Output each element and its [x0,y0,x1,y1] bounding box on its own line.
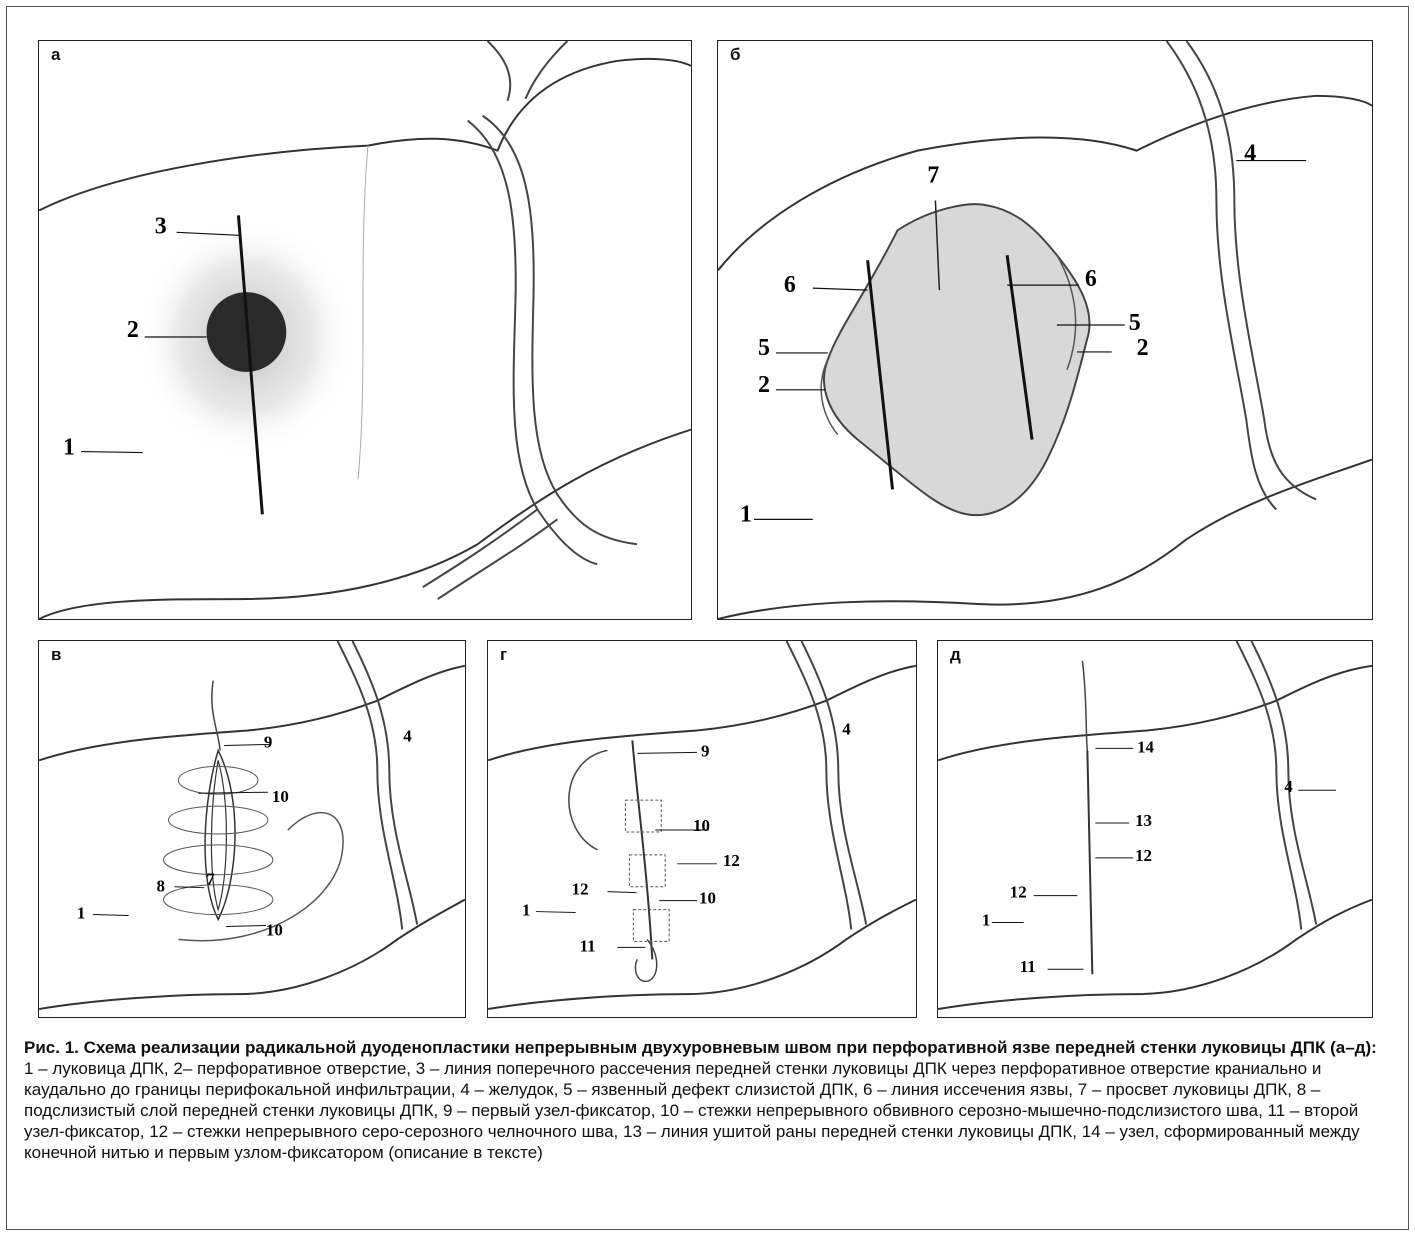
label-11: 11 [1020,957,1036,976]
label-1: 1 [740,501,752,527]
label-4: 4 [1244,141,1256,167]
panel-b: 7 4 6 6 5 5 2 2 1 б [717,40,1373,620]
caption-body: 1 – луковица ДПК, 2– перфоративное отвер… [24,1058,1394,1163]
label-13: 13 [1135,811,1152,830]
label-14: 14 [1137,737,1154,756]
label-2-left: 2 [758,372,770,398]
label-9: 9 [701,741,709,760]
label-7: 7 [927,163,939,189]
label-10-top: 10 [272,787,289,806]
panel-g-drawing: 9 4 10 12 12 10 1 11 [488,641,916,1017]
label-1: 1 [522,901,530,920]
label-2-right: 2 [1137,335,1149,361]
label-10-bottom: 10 [699,889,716,908]
label-1: 1 [77,904,85,923]
panel-a-label: а [51,45,60,65]
label-12-right: 12 [1135,846,1152,865]
label-1: 1 [982,910,990,929]
label-3: 3 [155,213,167,239]
panel-b-label: б [730,45,741,65]
caption-title: Рис. 1. Схема реализации радикальной дуо… [24,1038,1394,1058]
label-10-top: 10 [693,816,710,835]
label-5-right: 5 [1129,310,1141,336]
panel-g: 9 4 10 12 12 10 1 11 г [487,640,917,1018]
panel-d: 14 4 13 12 12 1 11 д [937,640,1373,1018]
panel-v: 9 10 4 7 8 10 1 в [38,640,466,1018]
label-6-left: 6 [784,272,796,298]
panel-a-drawing: 3 2 1 [39,41,691,619]
panel-d-label: д [950,645,961,665]
label-4: 4 [1284,777,1293,796]
label-12-right: 12 [723,851,740,870]
label-11: 11 [580,936,596,955]
panel-a: 3 2 1 а [38,40,692,620]
label-12-left: 12 [1010,883,1027,902]
label-4: 4 [403,726,412,745]
panel-g-label: г [500,645,507,665]
panel-v-drawing: 9 10 4 7 8 10 1 [39,641,465,1017]
panel-b-drawing: 7 4 6 6 5 5 2 2 1 [718,41,1372,619]
label-10-bottom: 10 [266,920,283,939]
label-1: 1 [63,435,75,461]
label-9: 9 [264,732,272,751]
figure-caption: Рис. 1. Схема реализации радикальной дуо… [24,1038,1394,1163]
label-4: 4 [842,720,851,739]
panel-v-label: в [51,645,61,665]
label-5-left: 5 [758,335,770,361]
panel-d-drawing: 14 4 13 12 12 1 11 [938,641,1372,1017]
label-8: 8 [157,877,165,896]
label-6-right: 6 [1085,266,1097,292]
label-12-left: 12 [572,880,589,899]
label-2: 2 [127,317,139,343]
label-7: 7 [206,870,215,889]
